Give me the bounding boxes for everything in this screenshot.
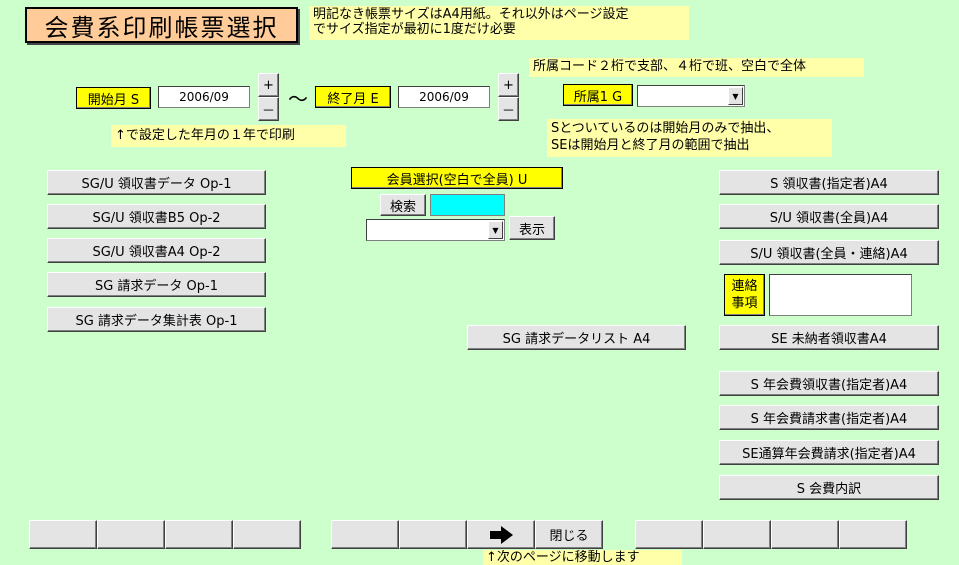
contact-field[interactable]: [769, 274, 912, 316]
sgu-receipt-b5-button[interactable]: SG/U 領収書B5 Op-2: [47, 204, 266, 229]
bottom-button-8[interactable]: [703, 520, 771, 549]
start-month-label: 開始月 S: [76, 87, 151, 109]
search-input[interactable]: [430, 194, 505, 216]
show-button[interactable]: 表示: [509, 216, 555, 240]
end-month-minus-button[interactable]: －: [498, 97, 519, 121]
shozoku-code-note: 所属コード２桁で支部、４桁で班、空白で全体: [529, 58, 864, 77]
chevron-down-icon[interactable]: ▼: [728, 87, 743, 105]
sgu-receipt-a4-button[interactable]: SG/U 領収書A4 Op-2: [47, 238, 266, 263]
paper-size-note: 明記なき帳票サイズはA4用紙。それ以外はページ設定 でサイズ指定が最初に1度だけ…: [309, 6, 689, 40]
chevron-down-icon[interactable]: ▼: [488, 221, 503, 239]
right-arrow-icon: [487, 525, 515, 545]
sg-invoice-list-button[interactable]: SG 請求データリスト A4: [467, 325, 686, 350]
s-receipt-specified-button[interactable]: S 領収書(指定者)A4: [719, 170, 939, 195]
member-select[interactable]: ▼: [366, 219, 505, 241]
shozoku-select[interactable]: ▼: [637, 85, 745, 107]
next-page-button[interactable]: [467, 520, 535, 549]
end-month-field[interactable]: 2006/09: [398, 86, 490, 108]
shozoku-label: 所属1 G: [563, 84, 633, 106]
s-annual-receipt-button[interactable]: S 年会費領収書(指定者)A4: [719, 371, 939, 396]
bottom-button-7[interactable]: [635, 520, 703, 549]
bottom-button-9[interactable]: [771, 520, 839, 549]
se-total-annual-invoice-button[interactable]: SE通算年会費請求(指定者)A4: [719, 440, 939, 465]
search-button[interactable]: 検索: [380, 194, 426, 216]
sgu-receipt-data-button[interactable]: SG/U 領収書データ Op-1: [47, 170, 266, 195]
bottom-button-2[interactable]: [97, 520, 165, 549]
bottom-button-1[interactable]: [29, 520, 97, 549]
start-month-minus-button[interactable]: －: [258, 97, 279, 121]
contact-label: 連絡 事項: [724, 274, 765, 316]
start-month-plus-button[interactable]: +: [258, 73, 279, 97]
se-unpaid-receipt-button[interactable]: SE 未納者領収書A4: [719, 325, 939, 350]
s-se-hint: Sとついているのは開始月のみで抽出、 SEは開始月と終了月の範囲で抽出: [547, 119, 832, 157]
su-receipt-all-contact-button[interactable]: S/U 領収書(全員・連絡)A4: [719, 240, 939, 265]
end-month-plus-button[interactable]: +: [498, 73, 519, 97]
next-page-hint: ↑次のページに移動します: [483, 550, 682, 565]
end-month-label: 終了月 E: [315, 86, 391, 108]
range-tilde: ～: [288, 86, 308, 111]
bottom-button-10[interactable]: [839, 520, 907, 549]
sg-invoice-summary-button[interactable]: SG 請求データ集計表 Op-1: [47, 307, 266, 332]
close-button[interactable]: 閉じる: [535, 520, 603, 549]
start-month-hint: ↑で設定した年月の１年で印刷: [111, 125, 346, 147]
bottom-button-6[interactable]: [399, 520, 467, 549]
bottom-button-3[interactable]: [165, 520, 233, 549]
sg-invoice-data-button[interactable]: SG 請求データ Op-1: [47, 272, 266, 297]
start-month-field[interactable]: 2006/09: [158, 86, 250, 108]
s-fee-breakdown-button[interactable]: S 会費内訳: [719, 475, 939, 500]
su-receipt-all-button[interactable]: S/U 領収書(全員)A4: [719, 204, 939, 229]
s-annual-invoice-button[interactable]: S 年会費請求書(指定者)A4: [719, 405, 939, 430]
bottom-button-5[interactable]: [331, 520, 399, 549]
page-title: 会費系印刷帳票選択: [25, 7, 298, 43]
bottom-button-4[interactable]: [233, 520, 301, 549]
member-select-label: 会員選択(空白で全員) U: [351, 167, 563, 189]
